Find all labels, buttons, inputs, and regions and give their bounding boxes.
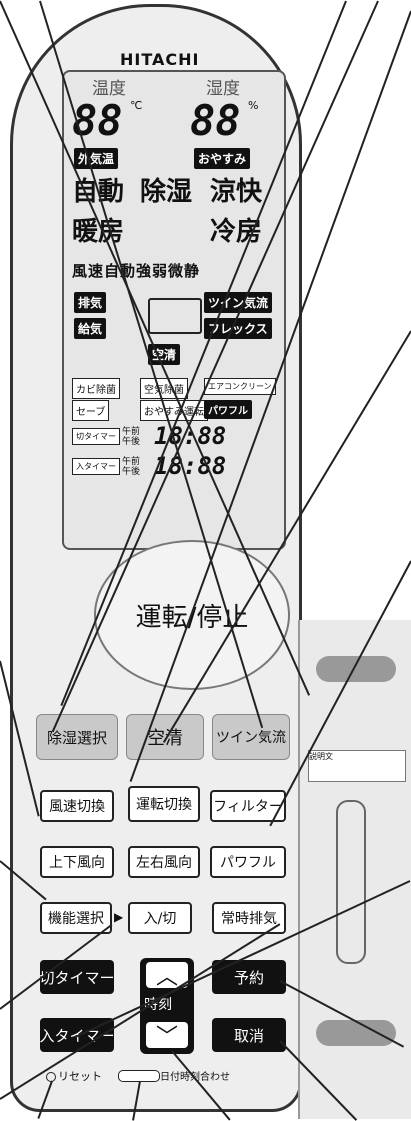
on-timer-indicator: 入タイマー [72, 458, 120, 475]
time-adjust-pad: ︿ 時刻 ﹀ [140, 958, 194, 1054]
side-slot-bottom [316, 1020, 396, 1046]
reset-label: リセット [58, 1070, 102, 1083]
lcd-display: 温度 湿度 88 ℃ 88 % 外気温 おやすみ 自動 除湿 涼快 暖房 冷房 … [62, 70, 286, 550]
filter-button[interactable]: フィルター [210, 790, 286, 822]
side-panel: 説明文 [298, 620, 411, 1119]
aircon-unit-icon [148, 298, 202, 334]
humidity-digits: 88 [190, 96, 241, 145]
time-down-button[interactable]: ﹀ [146, 1022, 188, 1050]
fan-speed-row: 風速自動強弱微静 [72, 262, 201, 280]
mode-mold: カビ除菌 [72, 378, 120, 399]
am-label-2: 午前 [122, 457, 141, 467]
cancel-button[interactable]: 取消 [212, 1018, 286, 1052]
mode-air-sterilize: 空気除菌 [140, 378, 188, 399]
function-select-button[interactable]: 機能選択 [40, 902, 112, 934]
dehum-select-button[interactable]: 除湿選択 [36, 714, 118, 760]
arrow-right-icon: ▶ [114, 910, 124, 924]
powerful-button[interactable]: パワフル [210, 846, 286, 878]
supply-indicator: 給気 [74, 318, 107, 339]
side-slot-vertical [336, 800, 366, 964]
mode-powerful: パワフル [204, 400, 252, 419]
off-timer-indicator: 切タイマー [72, 428, 120, 445]
temp-unit: ℃ [130, 99, 143, 112]
horizontal-flow-button[interactable]: 左右風向 [128, 846, 200, 878]
mode-cool-comfort: 涼快 [210, 177, 263, 207]
twin-flow-button[interactable]: ツイン気流 [212, 714, 290, 760]
vertical-flow-button[interactable]: 上下風向 [40, 846, 114, 878]
on-off-button[interactable]: 入/切 [128, 902, 192, 934]
mode-switch-button[interactable]: 運転切換 [128, 786, 200, 822]
flex-flow-indicator: フレックス [204, 318, 272, 339]
reserve-button[interactable]: 予約 [212, 960, 286, 994]
am-label-1: 午前 [122, 427, 141, 437]
side-note: 説明文 [308, 750, 406, 782]
brand-logo: HITACHI [120, 50, 200, 69]
outside-temp-indicator: 外気温 [74, 148, 119, 169]
exhaust-indicator: 排気 [74, 292, 107, 313]
humidity-label: 湿度 [206, 79, 240, 99]
pm-label-2: 午後 [122, 467, 141, 477]
mode-dehum: 除湿 [140, 177, 193, 207]
oyasumi-indicator: おやすみ [194, 148, 251, 169]
constant-exhaust-button[interactable]: 常時排気 [212, 902, 286, 934]
fan-speed-button[interactable]: 風速切換 [40, 790, 114, 822]
pm-label-1: 午後 [122, 437, 141, 447]
off-timer-button[interactable]: 切タイマー [40, 960, 115, 994]
humidity-unit: % [248, 99, 259, 112]
mode-aircon-clean: エアコンクリーン [204, 378, 276, 395]
mode-save: セーブ [72, 400, 110, 421]
temp-label: 温度 [92, 79, 126, 99]
